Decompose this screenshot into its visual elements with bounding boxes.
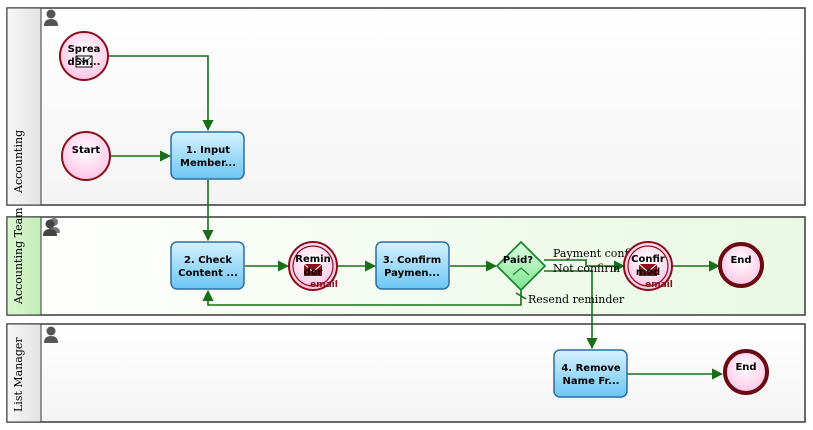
intermediate-event-confirmed-email[interactable]: Confir med email [623, 241, 673, 291]
gateway-marker [512, 267, 530, 276]
end-event-1[interactable]: End [718, 242, 764, 288]
node-label: Paymen... [384, 268, 440, 279]
node-label: Start [72, 145, 101, 156]
lane-accounting: Accounting [6, 7, 806, 206]
start-event-spreadsheet[interactable]: Sprea dSh... [59, 31, 109, 81]
flow-gateway-to-confirmed[interactable] [544, 259, 626, 272]
node-label: End [735, 362, 756, 373]
node-label: dSh... [68, 57, 101, 68]
task-check-content[interactable]: 2. Check Content ... [170, 241, 245, 290]
end-event-2[interactable]: End [723, 349, 769, 395]
node-label: der [304, 267, 323, 278]
gateway-paid[interactable]: Paid? [495, 240, 547, 292]
document-icon [75, 55, 93, 68]
flow-gateway-to-task4[interactable] [544, 270, 598, 350]
task-confirm-payment[interactable]: 3. Confirm Paymen... [375, 241, 450, 290]
node-label: 2. Check [184, 255, 232, 266]
node-label: 3. Confirm [383, 255, 441, 266]
lane-label: List Manager [12, 337, 25, 412]
user-icon [44, 9, 58, 26]
envelope-icon [638, 263, 658, 276]
flow-label-resend-reminder: Resend reminder [528, 293, 625, 306]
task-remove-name[interactable]: 4. Remove Name Fr... [553, 349, 628, 398]
node-label: Remin [295, 254, 330, 265]
start-event[interactable]: Start [61, 131, 111, 181]
node-sublabel: email [310, 280, 338, 290]
flow-label-payment-confirmed: Payment confir [553, 247, 638, 260]
node-label: Confir [631, 254, 665, 265]
node-label: End [730, 255, 751, 266]
lane-label: Accounting Team [12, 207, 25, 305]
flow-label-not-confirmed: Not confirm [553, 262, 621, 275]
node-label: 4. Remove [561, 363, 621, 374]
flow-spreadsheet-to-task1[interactable] [108, 55, 214, 132]
lane-label: Accounting [12, 130, 25, 194]
node-label: Member... [180, 158, 236, 169]
node-sublabel: email [645, 280, 673, 290]
node-label: Paid? [503, 255, 533, 266]
node-label: 1. Input [186, 145, 230, 156]
intermediate-event-reminder-email[interactable]: Remin der email [288, 241, 338, 291]
user-icon [44, 326, 58, 343]
envelope-icon [303, 263, 323, 276]
node-label: Sprea [68, 44, 101, 55]
default-flow-marker [515, 292, 527, 300]
node-label: med [636, 267, 660, 278]
group-icon [43, 218, 60, 236]
flow-gateway-resend-to-task2[interactable] [202, 289, 522, 306]
lane-list-manager: List Manager [6, 323, 806, 423]
node-label: Name Fr... [563, 376, 620, 387]
task-input-member[interactable]: 1. Input Member... [170, 131, 245, 180]
node-label: Content ... [178, 268, 238, 279]
flows [108, 55, 724, 380]
